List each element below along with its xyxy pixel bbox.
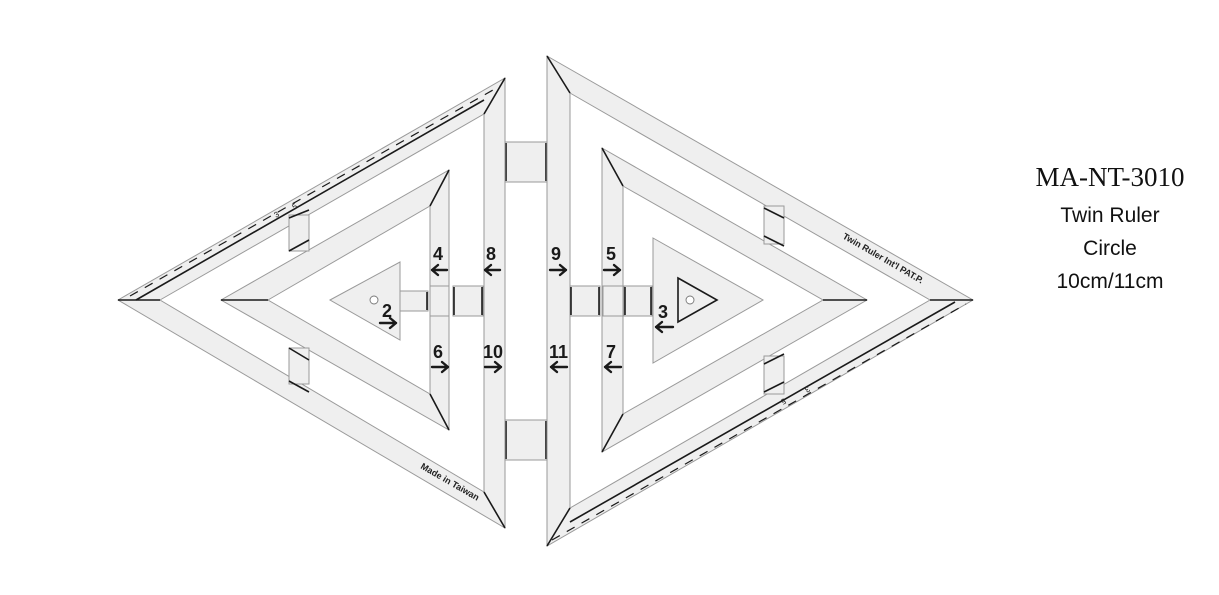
product-name-line1: Twin Ruler (1060, 204, 1160, 227)
arrow-right-icon (548, 263, 568, 277)
right-inner-triangle (652, 237, 765, 364)
left-scale-mark-5: 5 (291, 201, 300, 211)
product-size: 10cm/11cm (1056, 270, 1164, 293)
step-label-8: 8 (486, 244, 496, 264)
step-label-11: 11 (549, 342, 568, 362)
step-label-10: 10 (483, 342, 503, 362)
arrow-left-icon (549, 360, 569, 374)
step-labels: 2 3 4 5 6 7 8 9 10 11 (378, 244, 675, 374)
left-scale-mark-3: 3 (273, 209, 282, 219)
arrow-right-icon (602, 263, 622, 277)
left-mid-bridge-strip (429, 285, 450, 317)
product-name-line2: Circle (1083, 237, 1137, 260)
right-center-bridge (569, 285, 601, 317)
arrow-left-icon (430, 263, 449, 277)
arrow-right-icon (483, 360, 503, 374)
left-center-bridge (452, 285, 484, 317)
top-center-bridge (504, 141, 548, 183)
step-label-5: 5 (606, 244, 616, 264)
left-inner-arm (328, 261, 484, 341)
arrow-left-icon (483, 263, 502, 277)
center-connectors (504, 141, 548, 461)
right-pin-hole (685, 295, 695, 305)
right-inner-arm (569, 237, 765, 364)
arrow-right-icon (430, 360, 450, 374)
left-pin-hole (369, 295, 379, 305)
step-label-9: 9 (551, 244, 561, 264)
right-inner-bridge (623, 285, 653, 317)
product-code: MA-NT-3010 (1035, 162, 1185, 192)
step-label-6: 6 (433, 342, 443, 362)
step-label-4: 4 (433, 244, 443, 264)
bottom-center-bridge (504, 419, 548, 461)
right-mid-bridge-strip (602, 285, 624, 317)
arrow-right-icon (378, 316, 398, 330)
left-inner-bridge (399, 290, 429, 312)
step-label-7: 7 (606, 342, 616, 362)
right-inner-marked-triangle (677, 276, 719, 324)
right-scale-mark-5: 5 (779, 396, 788, 406)
step-label-3: 3 (658, 302, 668, 322)
right-scale-mark-3: 3 (803, 384, 812, 394)
arrow-left-icon (654, 320, 675, 334)
arrow-left-icon (603, 360, 623, 374)
step-label-2: 2 (382, 301, 392, 321)
